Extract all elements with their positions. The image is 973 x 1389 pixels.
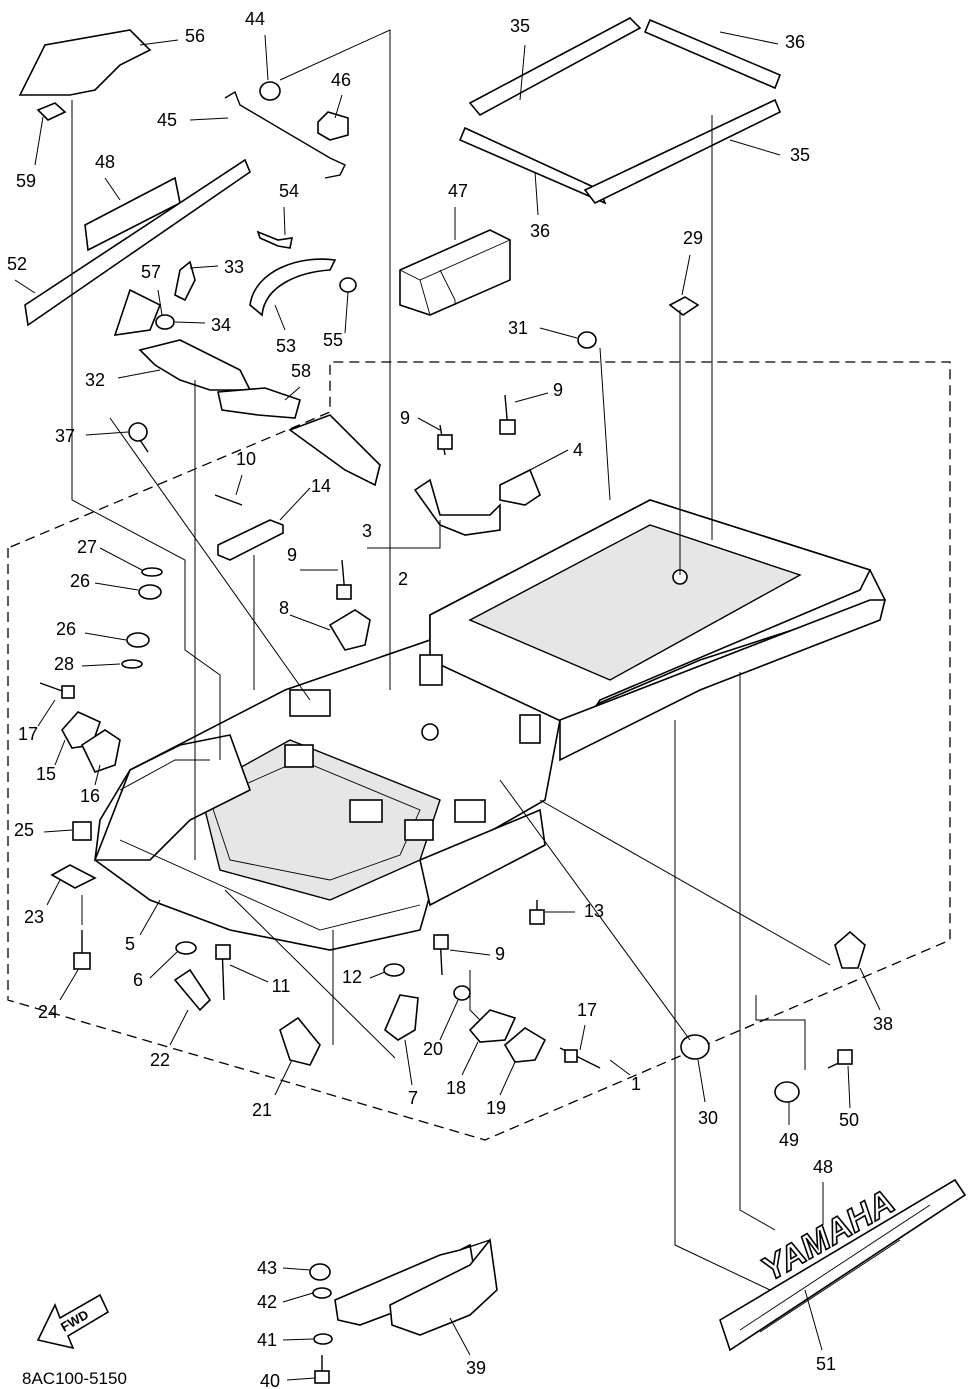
callout-c38: 38: [873, 1014, 893, 1034]
callout-c19: 19: [486, 1098, 506, 1118]
callout-c4: 4: [573, 440, 583, 460]
decal-strips: [24, 158, 251, 327]
callout-c49: 49: [779, 1130, 799, 1150]
callout-c59: 59: [16, 171, 36, 191]
callout-c30: 30: [698, 1108, 718, 1128]
callout-c9d: 9: [495, 944, 505, 964]
callout-c18: 18: [446, 1078, 466, 1098]
callout-c10: 10: [236, 449, 256, 469]
leader-lines: [14, 29, 881, 1381]
callout-c35b: 35: [790, 145, 810, 165]
callout-c45: 45: [157, 110, 177, 130]
document-code: 8AC100-5150: [22, 1369, 127, 1388]
callout-c44: 44: [245, 9, 265, 29]
callout-c9b: 9: [400, 408, 410, 428]
callout-c52: 52: [7, 254, 27, 274]
callout-c33: 33: [224, 257, 244, 277]
callout-c6: 6: [133, 970, 143, 990]
callout-c11: 11: [272, 976, 291, 996]
callout-c51: 51: [816, 1354, 836, 1374]
rod-45: [224, 90, 346, 179]
callout-c16: 16: [80, 786, 100, 806]
fwd-arrow: [36, 1293, 110, 1350]
left-small-parts: [39, 567, 163, 970]
callout-c41: 41: [257, 1330, 277, 1350]
callout-c23: 23: [24, 907, 44, 927]
upper-small-parts: [113, 81, 357, 419]
callout-c22: 22: [150, 1050, 170, 1070]
callout-c46: 46: [331, 70, 351, 90]
callout-c55: 55: [323, 330, 343, 350]
callout-c32: 32: [85, 370, 105, 390]
upper-right-small-parts: [577, 296, 700, 349]
callout-c12: 12: [342, 967, 362, 987]
callout-c47: 47: [448, 181, 468, 201]
callout-c35a: 35: [510, 16, 530, 36]
callout-c31: 31: [508, 318, 528, 338]
callout-c3: 3: [362, 521, 372, 541]
callout-c2: 2: [398, 569, 408, 589]
callout-c21: 21: [252, 1100, 272, 1120]
callout-c54: 54: [279, 181, 299, 201]
callout-c43: 43: [257, 1258, 277, 1278]
callout-c1: 1: [631, 1074, 641, 1094]
callout-c39: 39: [466, 1358, 486, 1378]
callout-c36b: 36: [530, 221, 550, 241]
callout-c40: 40: [260, 1371, 280, 1389]
callout-c26a: 26: [70, 571, 90, 591]
callout-c27: 27: [77, 537, 97, 557]
lower-small-parts: [173, 900, 866, 1103]
callout-c24: 24: [38, 1002, 58, 1022]
storage-bag: [399, 229, 511, 316]
callout-c26b: 26: [56, 619, 76, 639]
callout-c53: 53: [276, 336, 296, 356]
callout-c48b: 48: [813, 1157, 833, 1177]
mid-hardware-parts: [128, 394, 541, 651]
callout-c42: 42: [257, 1292, 277, 1312]
callout-c25: 25: [14, 820, 34, 840]
hull-frame: [93, 499, 887, 951]
callout-c14: 14: [311, 476, 331, 496]
callout-c56: 56: [185, 26, 205, 46]
callout-c28: 28: [54, 654, 74, 674]
assembly-boundary: [7, 361, 951, 1141]
bracket-39-assembly: [309, 1238, 498, 1384]
bracket-56: [18, 29, 152, 121]
callout-c20: 20: [423, 1039, 443, 1059]
callout-c13: 13: [584, 901, 604, 921]
callout-c8: 8: [279, 598, 289, 618]
callout-c37: 37: [55, 426, 75, 446]
decal-51: [719, 1178, 967, 1352]
callout-c15: 15: [36, 764, 56, 784]
callout-c29: 29: [683, 228, 703, 248]
callout-c36a: 36: [785, 32, 805, 52]
callout-c34: 34: [211, 315, 231, 335]
callout-c57: 57: [141, 262, 161, 282]
callout-c58: 58: [291, 361, 311, 381]
callout-c5: 5: [125, 934, 135, 954]
callout-c9a: 9: [553, 380, 563, 400]
callout-c9c: 9: [287, 545, 297, 565]
callout-c17b: 17: [577, 1000, 597, 1020]
callout-c50: 50: [839, 1110, 859, 1130]
callout-c48a: 48: [95, 152, 115, 172]
callout-c17a: 17: [18, 724, 38, 744]
callout-c7: 7: [408, 1088, 418, 1108]
seat-strip-parts: [458, 17, 782, 205]
